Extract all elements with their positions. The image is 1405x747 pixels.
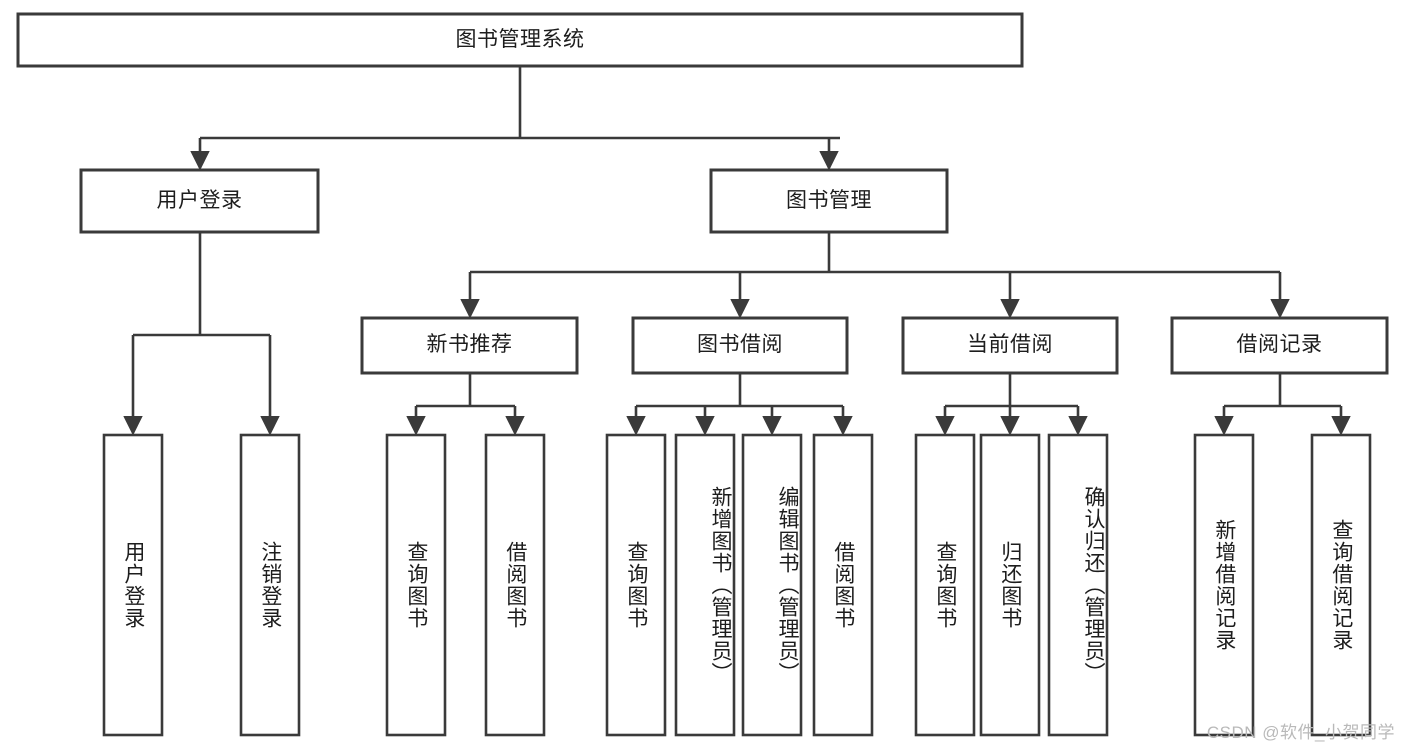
node-box-leaf-query-book-2[interactable] xyxy=(605,433,667,737)
node-box-root[interactable] xyxy=(16,12,1024,68)
connector-userlogin-to-leaves xyxy=(123,232,280,436)
node-box-leaf-logout[interactable] xyxy=(239,433,301,737)
node-box-leaf-add-book[interactable] xyxy=(674,433,736,737)
node-box-user-login[interactable] xyxy=(79,168,320,234)
node-box-leaf-confirm-return[interactable] xyxy=(1047,433,1109,737)
node-box-new-book-recommend[interactable] xyxy=(360,316,579,375)
connector-borrowrecord-to-leaves xyxy=(1214,373,1351,436)
node-box-book-borrow[interactable] xyxy=(631,316,849,375)
node-box-leaf-borrow-book-1[interactable] xyxy=(484,433,546,737)
node-box-leaf-query-book-1[interactable] xyxy=(385,433,447,737)
node-box-current-borrow[interactable] xyxy=(901,316,1119,375)
connector-bookborrow-to-leaves xyxy=(626,373,853,436)
node-box-leaf-add-record[interactable] xyxy=(1193,433,1255,737)
node-box-leaf-return-book[interactable] xyxy=(979,433,1041,737)
node-box-book-management[interactable] xyxy=(709,168,949,234)
connector-newbook-to-leaves xyxy=(406,373,525,436)
node-box-leaf-query-record[interactable] xyxy=(1310,433,1372,737)
connector-currentborrow-to-leaves xyxy=(935,373,1088,436)
node-box-leaf-borrow-book-2[interactable] xyxy=(812,433,874,737)
node-box-borrow-record[interactable] xyxy=(1170,316,1389,375)
node-box-leaf-query-book-3[interactable] xyxy=(914,433,976,737)
connector-bookmgmt-to-categories xyxy=(460,232,1290,319)
node-box-leaf-edit-book[interactable] xyxy=(741,433,803,737)
connector-root-to-level2 xyxy=(190,66,840,171)
node-box-leaf-user-login[interactable] xyxy=(102,433,164,737)
